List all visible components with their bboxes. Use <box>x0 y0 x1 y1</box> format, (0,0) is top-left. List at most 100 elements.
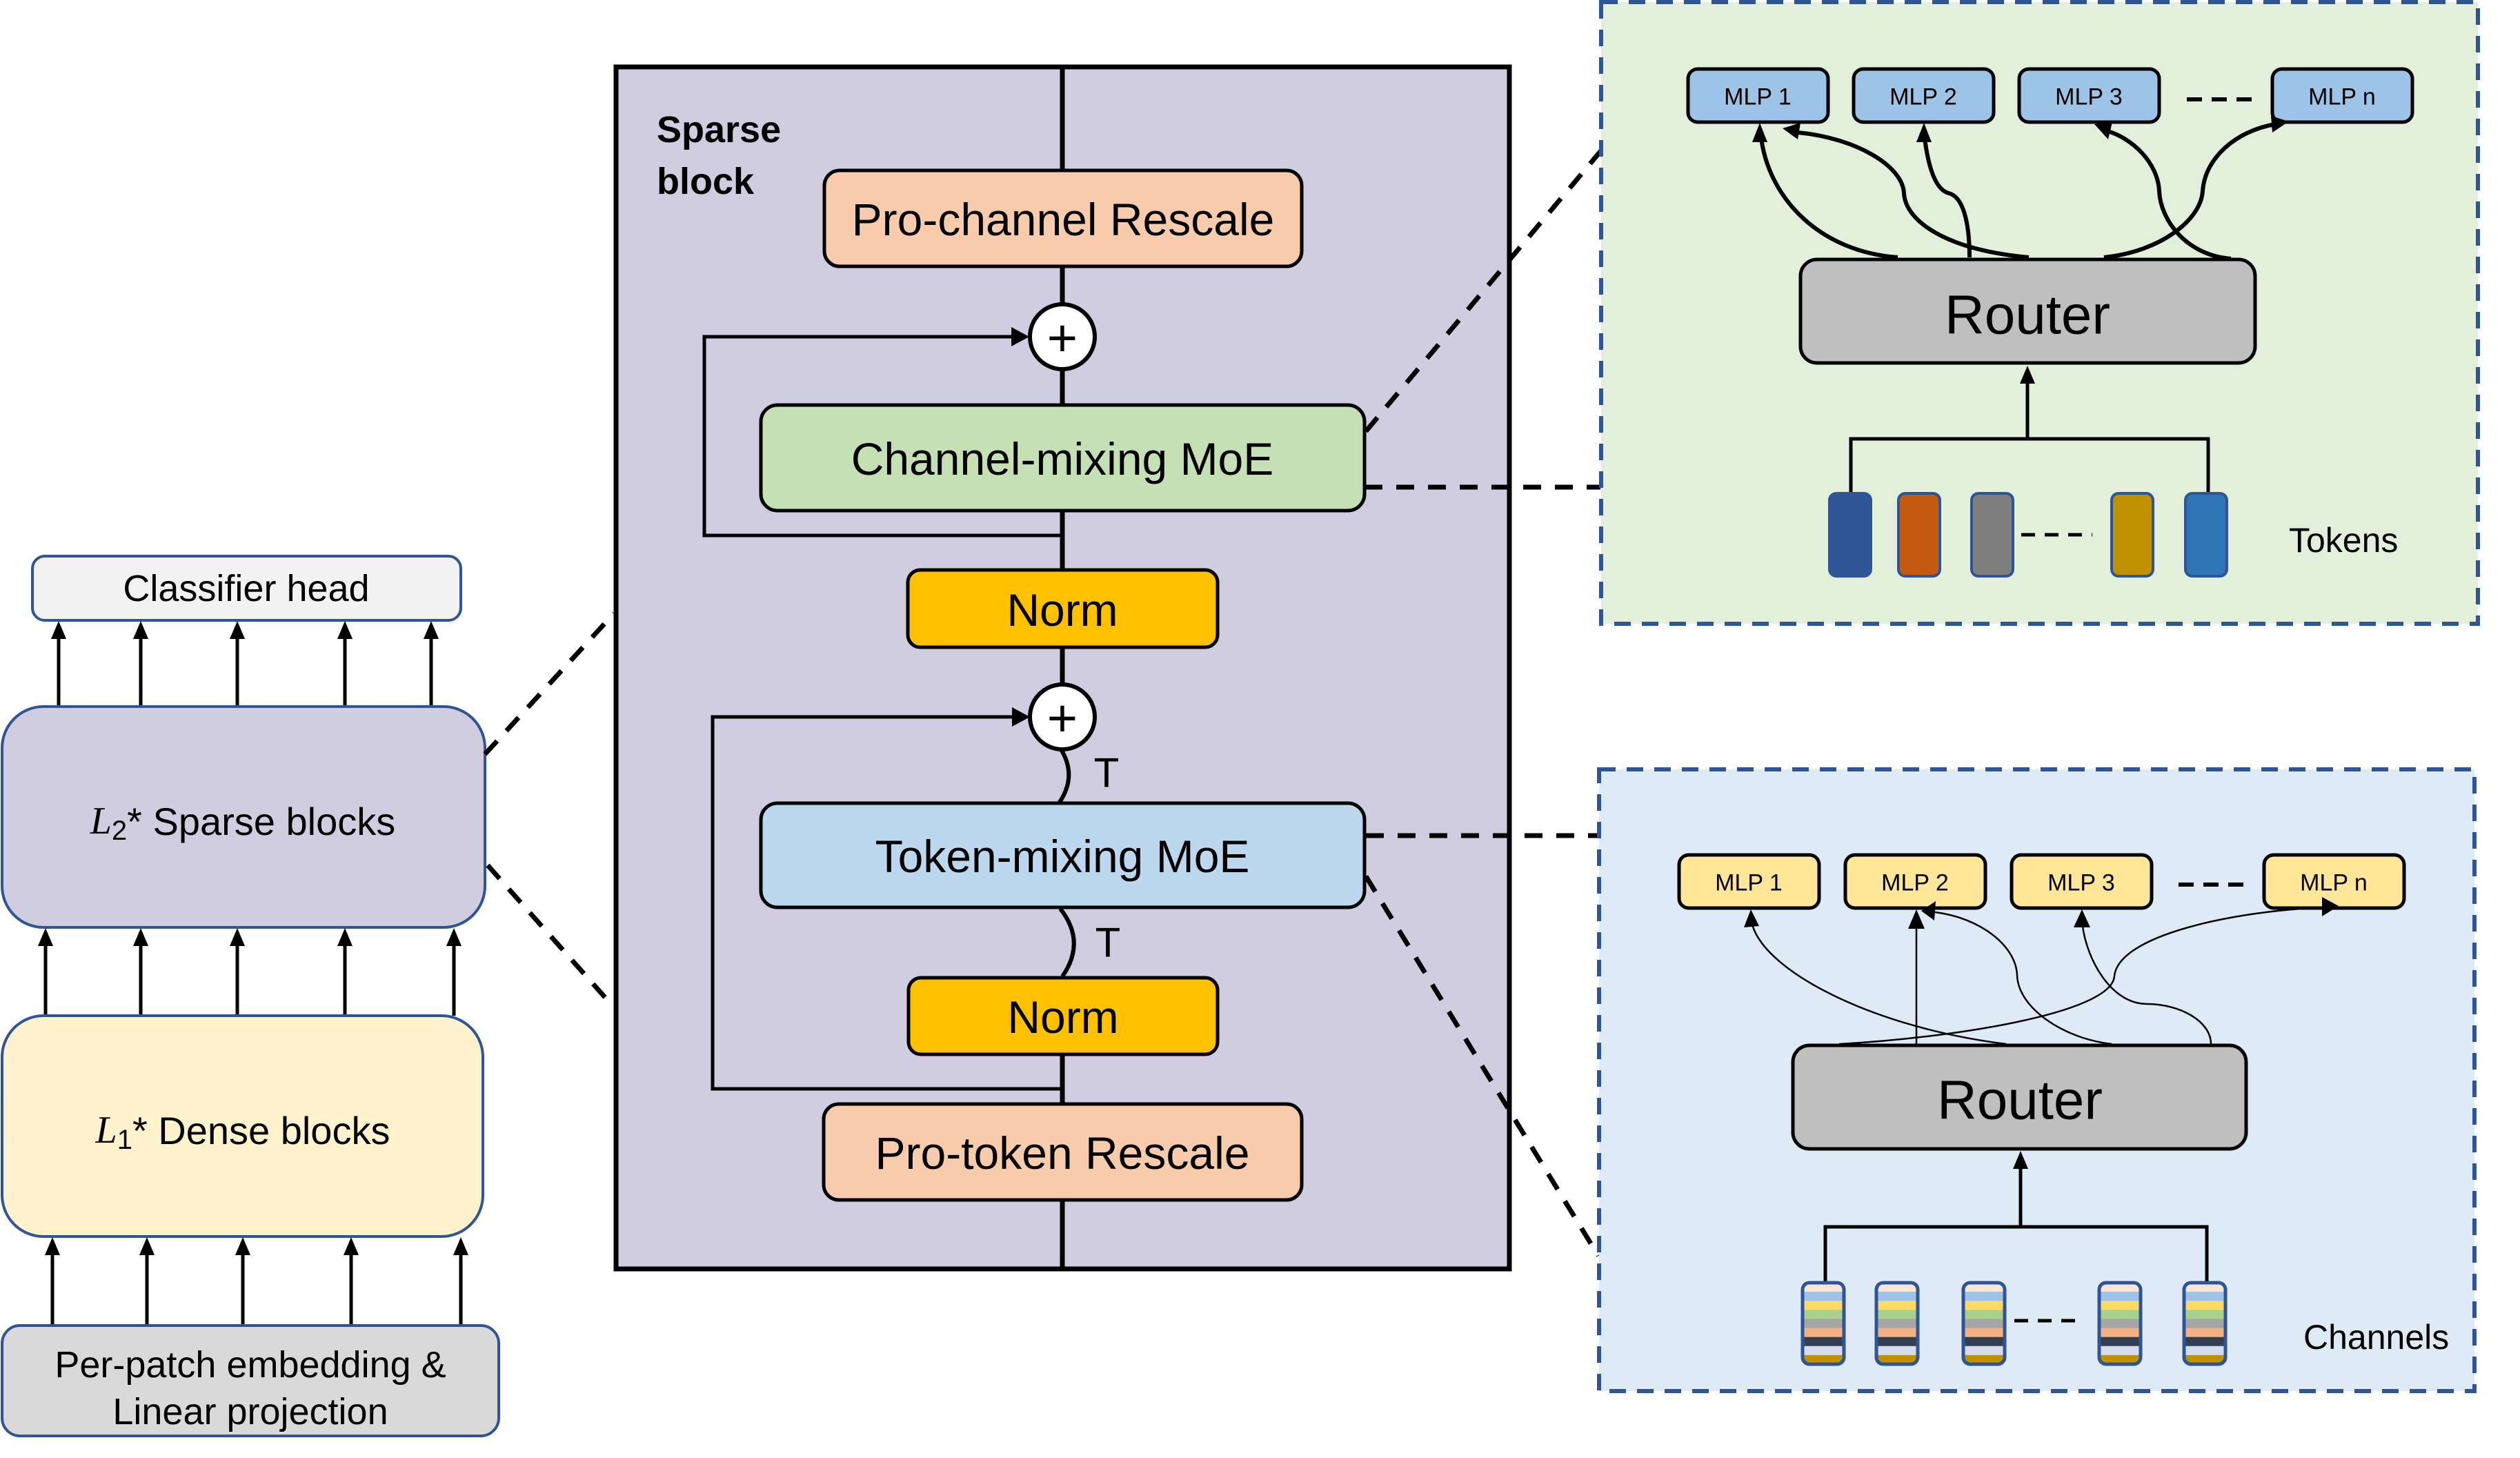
arrowhead <box>133 621 148 639</box>
channel-stripe <box>2099 1328 2141 1338</box>
residual-skip-channel <box>702 335 1061 538</box>
route-to-mlp3 <box>2081 925 2212 1045</box>
route-to-mlp3 <box>2107 129 2232 261</box>
add-symbol-channel: + <box>1047 309 1078 368</box>
channel-stripe <box>2184 1354 2225 1364</box>
channel-stripe <box>2184 1292 2225 1301</box>
flow-arrow <box>235 1237 250 1326</box>
flow-arrow <box>424 621 439 707</box>
routing-arrows-token <box>1744 897 2339 1045</box>
expert-mlp-1: MLP 1 <box>1686 67 1830 124</box>
norm-box-bottom: Norm <box>906 976 1220 1056</box>
sparse-blocks-text: * Sparse blocks <box>127 800 395 843</box>
route-to-mlp2-curved <box>1934 911 2112 1045</box>
expert-label: MLP n <box>2300 870 2368 896</box>
router-label-token: Router <box>1937 1070 2103 1131</box>
sparse-blocks-symbol: L <box>90 800 112 843</box>
zoom-connector-lower-left <box>486 863 616 1009</box>
norm-label-top: Norm <box>1006 584 1118 636</box>
channel-input-bracket <box>1823 1225 2209 1285</box>
channel-stripe <box>1963 1328 2005 1338</box>
arrowhead <box>1908 909 1925 929</box>
flow-arrow <box>337 621 353 707</box>
pro-channel-rescale-label: Pro-channel Rescale <box>852 194 1275 245</box>
expert-mlp-3: MLP 3 <box>2010 853 2154 910</box>
pro-channel-rescale-box: Pro-channel Rescale <box>822 168 1304 268</box>
token-vector <box>2184 492 2228 578</box>
flow-arrow <box>133 928 148 1016</box>
classifier-head-label: Classifier head <box>123 568 369 609</box>
channel-stripe <box>1803 1354 1844 1364</box>
pro-token-rescale-box: Pro-token Rescale <box>822 1102 1304 1202</box>
token-mixing-moe-label: Token-mixing MoE <box>875 831 1250 882</box>
arrowhead <box>344 1237 359 1255</box>
expert-label: MLP 2 <box>1881 870 1949 896</box>
channel-stripe <box>1963 1301 2005 1310</box>
norm-label-bottom: Norm <box>1007 992 1118 1043</box>
channel-stripe <box>2184 1310 2225 1319</box>
arrowhead <box>133 928 148 946</box>
flow-arrow <box>344 1237 359 1326</box>
arrowhead <box>2322 897 2339 916</box>
channel-stripe <box>1963 1319 2005 1329</box>
sparse-block-title-line1: Sparse <box>657 109 781 150</box>
add-node-channel: + <box>1028 302 1097 371</box>
flow-arrow <box>38 928 53 1016</box>
sparse-block-detail: Sparse block T T Pro-channel Rescale <box>613 64 1512 1272</box>
channel-stripe <box>2099 1301 2141 1310</box>
channels-label: Channels <box>2303 1318 2449 1357</box>
channel-vector <box>1874 1281 1920 1366</box>
router-label-channel: Router <box>1945 284 2110 346</box>
channel-stripe <box>1803 1310 1844 1319</box>
flow-arrow <box>453 1237 468 1326</box>
embedding-label-line2: Linear projection <box>112 1391 388 1432</box>
channel-stripe <box>1876 1319 1918 1329</box>
dense-blocks-symbol: L <box>95 1109 117 1152</box>
token-vector <box>1970 492 2014 578</box>
transpose-label-upper: T <box>1094 750 1120 796</box>
arrows-sparse-to-classifier <box>51 621 439 707</box>
dense-blocks-box: L1* Dense blocks <box>1 1014 484 1238</box>
route-to-mlp1-a <box>1759 137 1898 259</box>
channel-stripe <box>1876 1328 1918 1338</box>
flow-arrow <box>446 928 462 1016</box>
arrowhead <box>230 621 245 639</box>
channel-vector <box>2182 1281 2228 1366</box>
flow-arrow <box>45 1237 60 1326</box>
channel-stripe <box>2099 1337 2141 1347</box>
classifier-head-box: Classifier head <box>31 555 462 622</box>
channel-stripe <box>2184 1319 2225 1329</box>
arrowhead <box>2013 1151 2028 1169</box>
channel-mixing-moe-box: Channel-mixing MoE <box>759 403 1367 513</box>
channel-stripe <box>1963 1346 2005 1356</box>
channel-stripe <box>1803 1328 1844 1338</box>
channel-stripe <box>1876 1283 1918 1292</box>
channel-stripe <box>1963 1354 2005 1364</box>
sparse-blocks-subscript: 2 <box>112 816 127 846</box>
residual-skip-token <box>711 715 1061 1091</box>
channel-stripe <box>1876 1310 1918 1319</box>
channel-stripe <box>1876 1292 1918 1301</box>
transpose-label-lower: T <box>1095 920 1121 966</box>
flow-arrow <box>139 1237 155 1326</box>
arrowhead <box>453 1237 468 1255</box>
expert-label: MLP 2 <box>1889 84 1957 110</box>
add-symbol-token: + <box>1047 689 1078 748</box>
expert-mlp-n: MLP n <box>2262 853 2406 910</box>
route-to-mlp1-b <box>1797 130 2030 259</box>
channel-stripe <box>1876 1301 1918 1310</box>
expert-label: MLP 3 <box>2047 870 2115 896</box>
expert-label: MLP n <box>2308 84 2376 110</box>
channel-stripe <box>2184 1328 2225 1338</box>
left-stack: Classifier head L2* Sparse blocks L1* De… <box>1 555 500 1437</box>
arrowhead <box>337 621 353 639</box>
channel-mixing-moe-label: Channel-mixing MoE <box>851 433 1274 484</box>
channel-stripe <box>1963 1292 2005 1301</box>
channel-stripe <box>1963 1337 2005 1347</box>
zoom-connector-token-diag <box>1364 875 1600 1257</box>
channel-vector <box>2097 1281 2143 1366</box>
route-to-mlp1 <box>1751 924 2007 1045</box>
pro-token-rescale-label: Pro-token Rescale <box>875 1127 1250 1179</box>
channel-stripe <box>2099 1346 2141 1356</box>
